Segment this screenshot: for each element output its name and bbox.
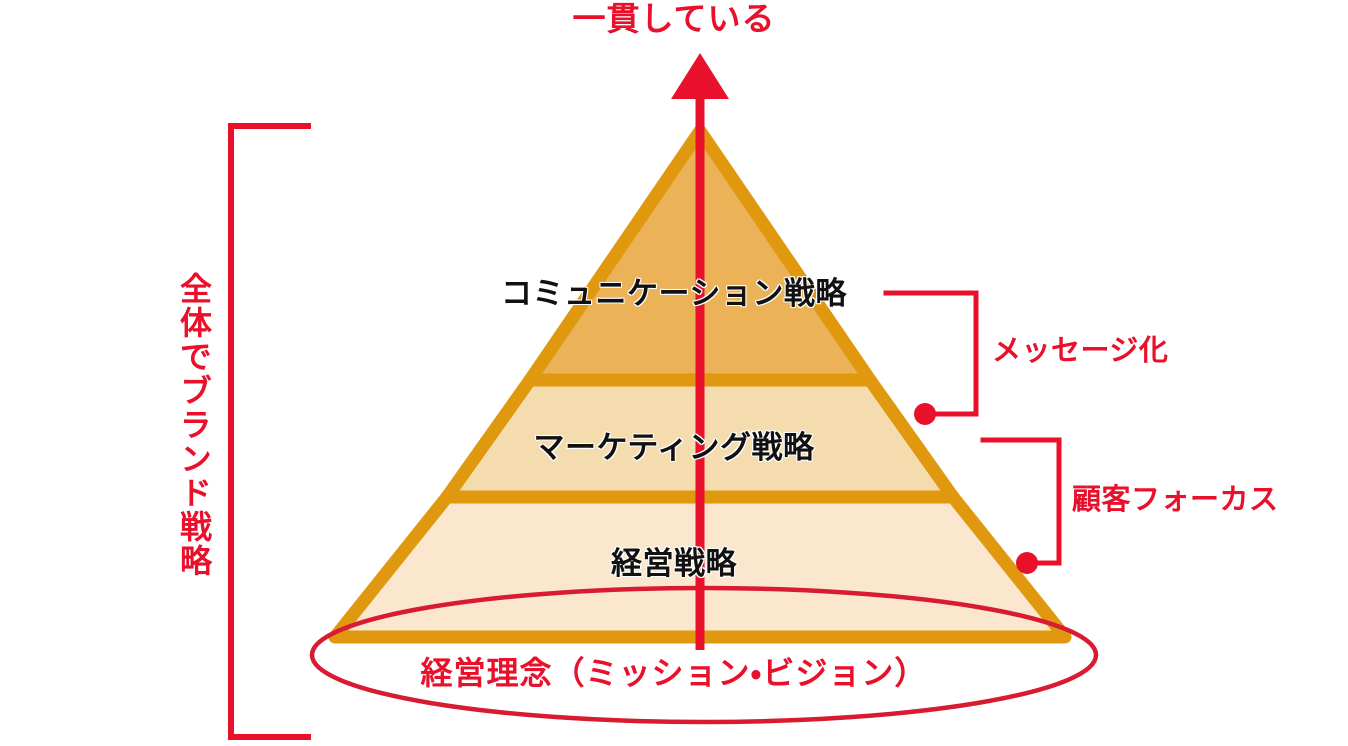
foundation-label: 経営理念（ミッション・ビジョン） — [420, 655, 928, 691]
tier-label-communication: コミュニケーション戦略 — [501, 276, 847, 311]
annotation-label-messaging: メッセージ化 — [992, 335, 1169, 367]
left-bracket-label-brand-strategy: 全体でブランド戦略 — [176, 272, 212, 578]
customer-focus-bracket-icon — [980, 437, 1062, 566]
left-bracket-icon — [228, 123, 311, 740]
messaging-connector-dot-icon — [914, 403, 936, 425]
consistency-arrow-icon — [671, 53, 729, 650]
messaging-bracket-icon — [883, 290, 979, 417]
tier-label-management: 経営戦略 — [611, 546, 737, 581]
customer-focus-connector-dot-icon — [1016, 552, 1038, 574]
annotation-label-customer-focus: 顧客フォーカス — [1072, 484, 1279, 516]
tier-label-marketing: マーケティング戦略 — [533, 430, 815, 465]
headline-consistency: 一貫している — [572, 0, 776, 37]
